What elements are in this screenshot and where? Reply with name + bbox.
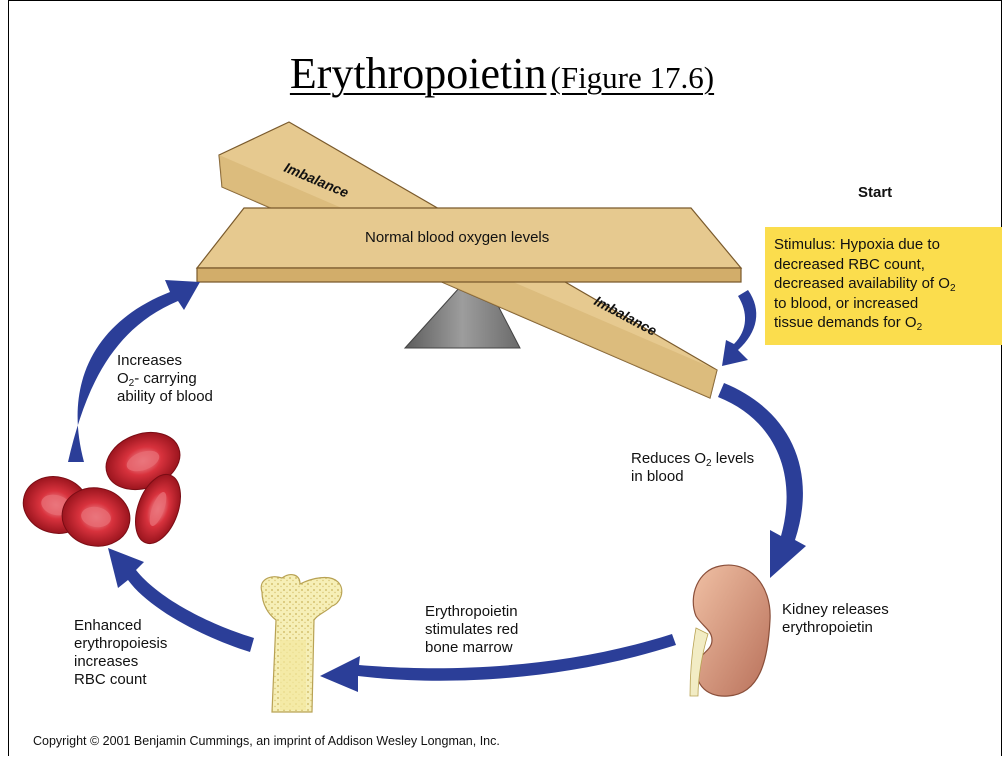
step-reduces-o2: Reduces O2 levels in blood: [631, 450, 754, 486]
stimulus-line: decreased RBC count,: [774, 255, 996, 275]
stimulus-line: decreased availability of O2: [774, 274, 996, 294]
copyright-notice: Copyright © 2001 Benjamin Cummings, an i…: [33, 734, 500, 748]
red-blood-cells-illustration: [17, 423, 189, 552]
arrow-start: [722, 290, 756, 366]
start-label: Start: [858, 184, 892, 202]
stimulus-line: Stimulus: Hypoxia due to: [774, 235, 996, 255]
kidney-illustration: [690, 565, 770, 696]
step-kidney-releases: Kidney releases erythropoietin: [782, 601, 889, 637]
normal-oxygen-label: Normal blood oxygen levels: [365, 229, 549, 247]
stimulus-line: tissue demands for O2: [774, 313, 996, 333]
bone-illustration: [261, 575, 342, 712]
step-enhanced-erythropoiesis: Enhanced erythropoiesis increases RBC co…: [74, 617, 167, 689]
step-increases-o2-carrying: Increases O2- carrying ability of blood: [117, 352, 213, 406]
stimulus-line: to blood, or increased: [774, 294, 996, 314]
step-epo-stimulates: Erythropoietin stimulates red bone marro…: [425, 603, 518, 657]
stimulus-box: Stimulus: Hypoxia due to decreased RBC c…: [765, 227, 1002, 345]
